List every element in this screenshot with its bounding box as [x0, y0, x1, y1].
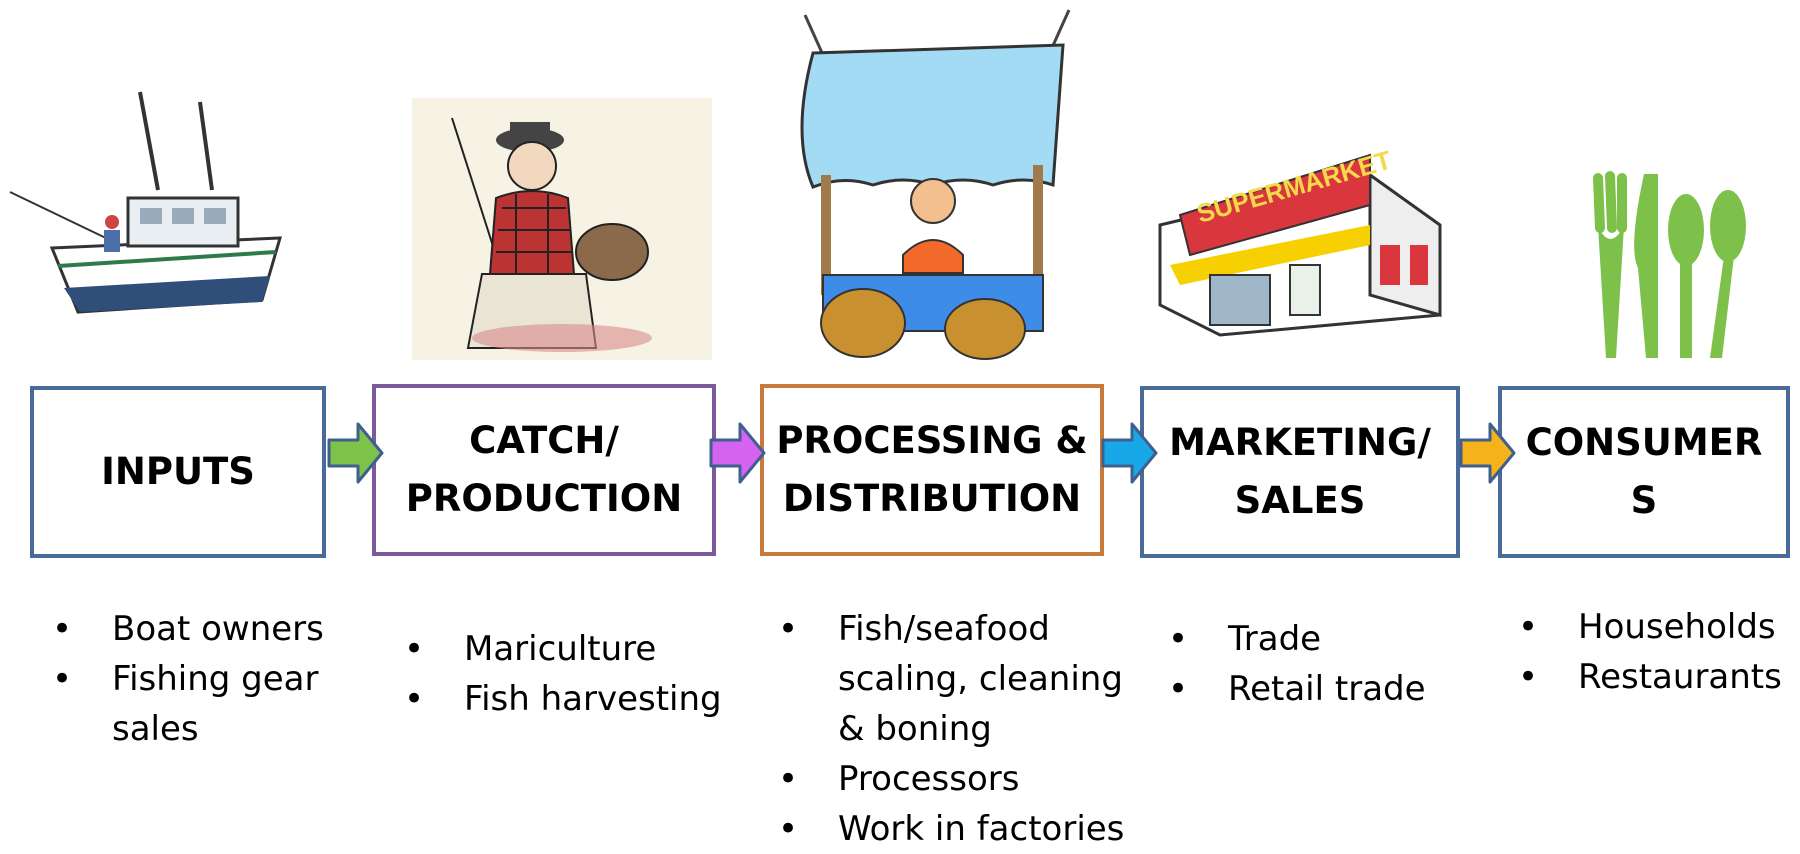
list-item: Trade [1168, 614, 1468, 664]
list-item: Fishing gear sales [52, 654, 352, 754]
processing-distribution-list: Fish/seafood scaling, cleaning & boning … [778, 604, 1138, 854]
fisherman-icon [412, 98, 712, 360]
stage-title: PROCESSING & DISTRIBUTION [776, 419, 1088, 520]
list-item: Fish/seafood scaling, cleaning & boning [778, 604, 1138, 754]
flow-arrow-2 [709, 422, 766, 484]
list-item: Fish harvesting [404, 674, 744, 724]
stage-box-inputs: INPUTS [30, 386, 326, 558]
list-item: Boat owners [52, 604, 352, 654]
stage-title: CONSUMER S [1525, 421, 1763, 522]
stage-box-catch-production: CATCH/ PRODUCTION [372, 384, 716, 556]
list-item: Work in factories [778, 804, 1138, 854]
fish-market-stall-icon [800, 9, 1071, 360]
marketing-sales-list: Trade Retail trade [1168, 614, 1468, 714]
stage-box-processing-distribution: PROCESSING & DISTRIBUTION [760, 384, 1104, 556]
stage-title: CATCH/ PRODUCTION [405, 419, 683, 520]
inputs-list: Boat owners Fishing gear sales [52, 604, 352, 754]
cutlery-icon [1593, 171, 1746, 358]
stage-box-consumers: CONSUMER S [1498, 386, 1790, 558]
catch-production-list: Mariculture Fish harvesting [404, 624, 744, 724]
stage-title: INPUTS [101, 450, 255, 493]
supermarket-icon: SUPERMARKET [1158, 145, 1442, 337]
stage-box-marketing-sales: MARKETING/ SALES [1140, 386, 1460, 558]
list-item: Processors [778, 754, 1138, 804]
flow-arrow-1 [327, 422, 384, 484]
list-item: Mariculture [404, 624, 744, 674]
consumers-list: Households Restaurants [1518, 602, 1798, 702]
fishing-boat-icon [9, 91, 283, 314]
list-item: Retail trade [1168, 664, 1468, 714]
flow-arrow-3 [1101, 422, 1158, 484]
list-item: Households [1518, 602, 1798, 652]
flow-arrow-4 [1459, 422, 1516, 484]
stage-title: MARKETING/ SALES [1169, 421, 1431, 522]
list-item: Restaurants [1518, 652, 1798, 702]
